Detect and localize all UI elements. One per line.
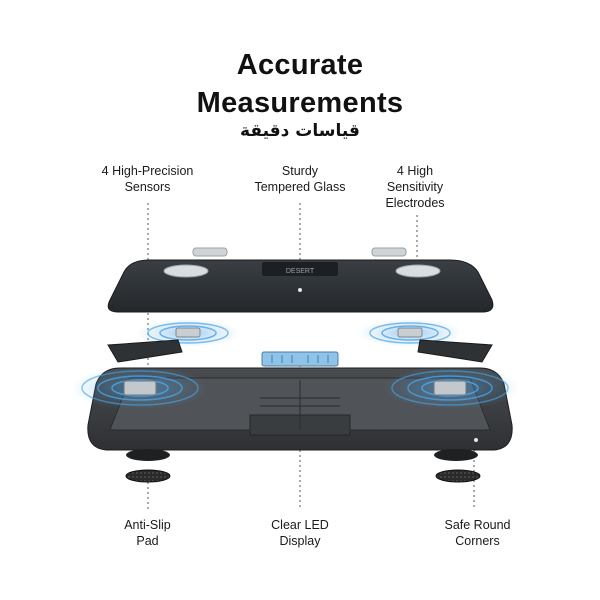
callout-pad-line2: Pad [136,534,159,548]
callout-corners-line1: Safe Round [444,518,511,532]
heading-arabic: قياسات دقيقة [240,121,360,141]
anti-slip-pad-right [435,469,481,483]
callout-glass: Sturdy Tempered Glass [235,163,365,195]
callout-display-line1: Clear LED [271,518,329,532]
display-window [262,262,338,276]
electrode-pad-left [163,264,209,278]
callout-electrodes-line3: Electrodes [385,196,445,210]
anti-slip-pads [125,469,481,483]
heading-line1: Accurate [236,49,364,81]
callout-sensors-line1: 4 High-Precision [101,164,194,178]
led-display-board [261,351,339,367]
callout-glass-line2: Tempered Glass [254,180,346,194]
electrode-chip-right [371,247,407,257]
callout-sensors-line2: Sensors [124,180,171,194]
callout-display: Clear LED Display [255,517,345,549]
corner-cap-left [107,339,183,363]
callout-corners-line2: Corners [455,534,500,548]
brand-mark: DESERT [286,268,315,275]
sensor-upper-right [397,327,423,338]
corner-cap-right [417,339,493,363]
anti-slip-pad-left [125,469,171,483]
callout-corners: Safe Round Corners [430,517,525,549]
callout-pad: Anti-Slip Pad [105,517,190,549]
sensor-lower-right [433,380,467,396]
glass-center-dot [298,288,302,292]
callout-pad-line1: Anti-Slip [124,518,171,532]
electrode-pad-right [395,264,441,278]
callout-electrodes: 4 High Sensitivity Electrodes [370,163,460,211]
electrode-chip-left [192,247,228,257]
callout-electrodes-line2: Sensitivity [386,180,444,194]
foot-right [434,449,478,461]
top-electrode-chips [192,247,407,257]
callout-electrodes-line1: 4 High [396,164,434,178]
feet [126,449,478,461]
corner-dot [474,438,478,442]
callout-display-line2: Display [279,534,321,548]
sensor-lower-left [123,380,157,396]
sensor-upper-left [175,327,201,338]
callout-sensors: 4 High-Precision Sensors [85,163,210,195]
heading-line2: Measurements [196,87,404,119]
foot-left [126,449,170,461]
callout-glass-line1: Sturdy [281,164,319,178]
lower-sensor-glows [70,366,520,410]
glass-plate: DESERT [107,259,494,313]
upper-sensor-glows [136,319,462,347]
